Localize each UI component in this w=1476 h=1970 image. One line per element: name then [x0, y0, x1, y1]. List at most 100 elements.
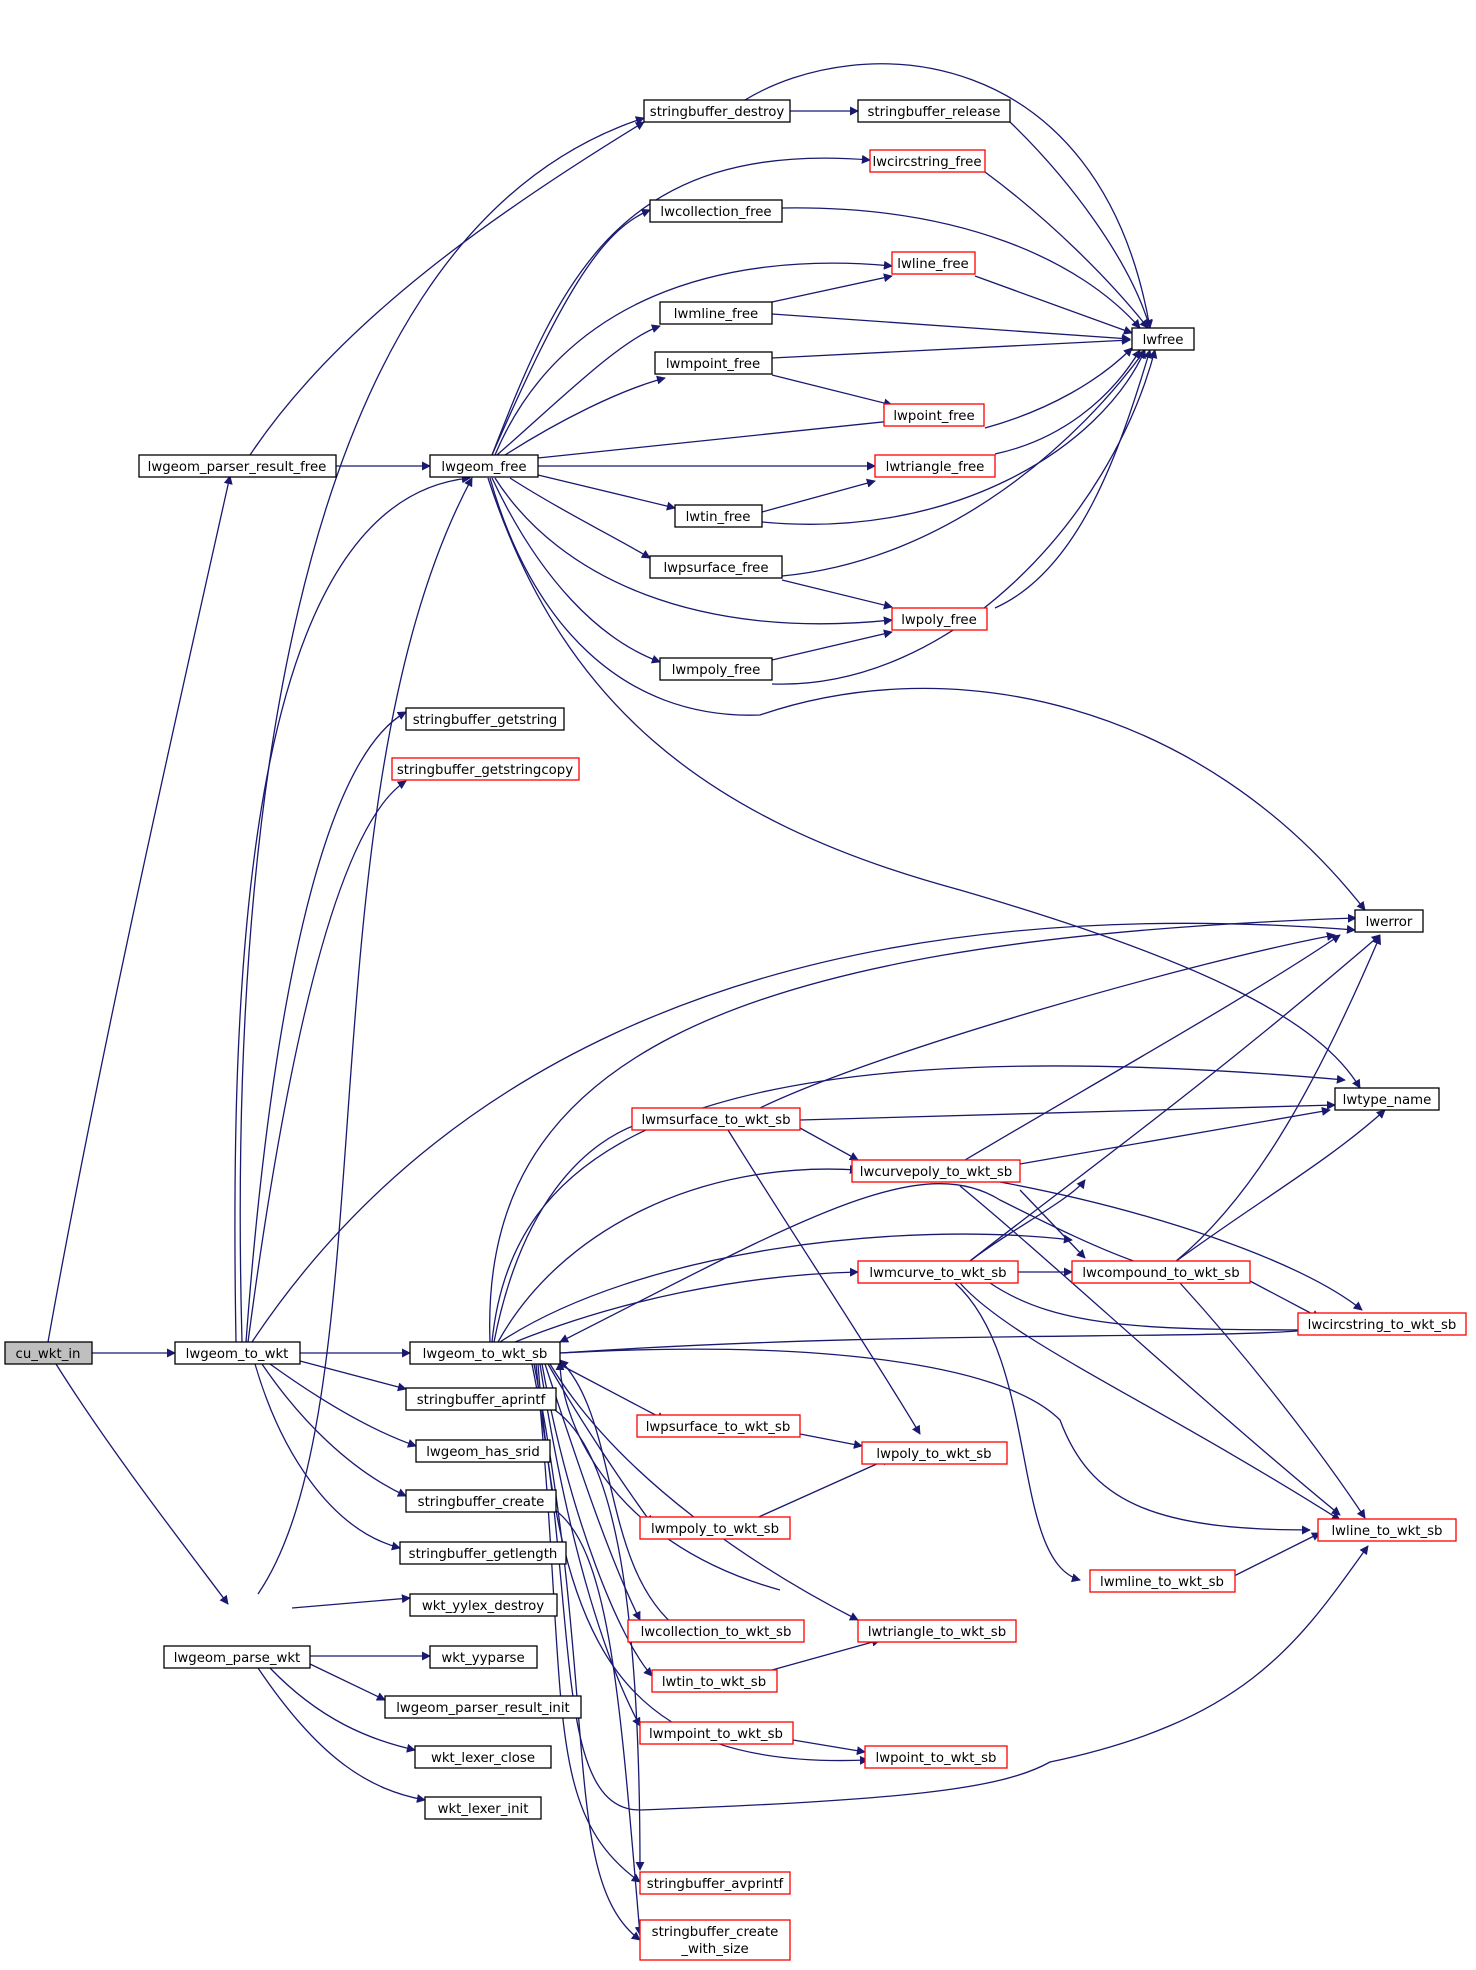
node-lwpoly-free[interactable]: lwpoly_free	[891, 607, 988, 631]
svg-text:lwgeom_to_wkt: lwgeom_to_wkt	[186, 1347, 289, 1362]
node-lwmline-to-wkt-sb[interactable]: lwmline_to_wkt_sb	[1089, 1569, 1236, 1593]
edge	[999, 1181, 1363, 1311]
edge	[487, 477, 1361, 1089]
svg-text:lwerror: lwerror	[1366, 915, 1413, 930]
edge	[1174, 1109, 1386, 1263]
node-lwmline-free[interactable]: lwmline_free	[659, 301, 773, 325]
node-cu-wkt-in[interactable]: cu_wkt_in	[4, 1341, 93, 1365]
node-lwcompound-to-wkt-sb[interactable]: lwcompound_to_wkt_sb	[1071, 1260, 1251, 1284]
svg-text:stringbuffer_getstring: stringbuffer_getstring	[413, 713, 558, 728]
node-lwgeom-parser-result-free[interactable]: lwgeom_parser_result_free	[138, 454, 337, 478]
edge	[537, 474, 676, 511]
node-lwmcurve-to-wkt-sb[interactable]: lwmcurve_to_wkt_sb	[857, 1260, 1019, 1284]
node-lwgeom-free[interactable]: lwgeom_free	[429, 454, 539, 478]
node-stringbuffer-getstring[interactable]: stringbuffer_getstring	[405, 707, 565, 731]
node-lwmpoint-to-wkt-sb[interactable]: lwmpoint_to_wkt_sb	[639, 1721, 794, 1745]
edge	[954, 1282, 1081, 1583]
node-lwtin-to-wkt-sb[interactable]: lwtin_to_wkt_sb	[651, 1669, 778, 1693]
edge	[257, 477, 473, 1595]
node-stringbuffer-getstringcopy[interactable]: stringbuffer_getstringcopy	[391, 757, 580, 781]
node-lwline-to-wkt-sb[interactable]: lwline_to_wkt_sb	[1317, 1518, 1457, 1542]
edge	[559, 1348, 1311, 1535]
node-lwcircstring-to-wkt-sb[interactable]: lwcircstring_to_wkt_sb	[1297, 1312, 1467, 1336]
svg-text:lwmcurve_to_wkt_sb: lwmcurve_to_wkt_sb	[869, 1266, 1006, 1281]
edge	[974, 275, 1133, 335]
svg-text:lwmpoint_to_wkt_sb: lwmpoint_to_wkt_sb	[649, 1727, 783, 1742]
node-lwpoint-to-wkt-sb[interactable]: lwpoint_to_wkt_sb	[864, 1745, 1008, 1769]
svg-text:lwcollection_free: lwcollection_free	[660, 205, 771, 220]
node-stringbuffer-getlength[interactable]: stringbuffer_getlength	[399, 1541, 567, 1565]
edge	[489, 477, 1366, 911]
node-lwtype-name[interactable]: lwtype_name	[1334, 1087, 1440, 1111]
node-lwgeom-has-srid[interactable]: lwgeom_has_srid	[415, 1439, 551, 1463]
edge	[249, 121, 645, 456]
node-lwcircstring-free[interactable]: lwcircstring_free	[869, 149, 986, 173]
node-wkt-yyparse[interactable]: wkt_yyparse	[429, 1645, 538, 1669]
node-lwcollection-to-wkt-sb[interactable]: lwcollection_to_wkt_sb	[627, 1619, 805, 1643]
node-lwmpoint-free[interactable]: lwmpoint_free	[654, 351, 773, 375]
svg-text:lwcurvepoly_to_wkt_sb: lwcurvepoly_to_wkt_sb	[860, 1165, 1012, 1180]
svg-text:lwtriangle_free: lwtriangle_free	[886, 460, 985, 475]
edge	[792, 1739, 866, 1756]
node-stringbuffer-release[interactable]: stringbuffer_release	[857, 99, 1011, 123]
edge	[559, 1326, 1311, 1354]
svg-text:lwpoint_to_wkt_sb: lwpoint_to_wkt_sb	[876, 1751, 997, 1766]
node-wkt-lexer-init[interactable]: wkt_lexer_init	[424, 1796, 542, 1820]
edge	[799, 1100, 1336, 1121]
node-lwpoint-free[interactable]: lwpoint_free	[883, 403, 985, 427]
svg-text:lwcollection_to_wkt_sb: lwcollection_to_wkt_sb	[641, 1625, 792, 1640]
node-stringbuffer-create[interactable]: stringbuffer_create	[405, 1489, 557, 1513]
node-lwmpoly-free[interactable]: lwmpoly_free	[659, 657, 773, 681]
node-lwtriangle-free[interactable]: lwtriangle_free	[874, 454, 996, 478]
node-lwtriangle-to-wkt-sb[interactable]: lwtriangle_to_wkt_sb	[857, 1619, 1017, 1643]
edge	[531, 1363, 1369, 1811]
node-lwerror[interactable]: lwerror	[1354, 909, 1424, 933]
edge	[761, 478, 876, 513]
edge	[509, 477, 651, 559]
svg-text:lwfree: lwfree	[1143, 333, 1184, 348]
svg-text:cu_wkt_in: cu_wkt_in	[16, 1347, 81, 1362]
svg-text:lwpsurface_free: lwpsurface_free	[663, 561, 768, 576]
node-lwpsurface-to-wkt-sb[interactable]: lwpsurface_to_wkt_sb	[636, 1414, 801, 1438]
node-lwmsurface-to-wkt-sb[interactable]: lwmsurface_to_wkt_sb	[631, 1107, 801, 1131]
edge	[493, 1117, 651, 1343]
node-wkt-yylex-destroy[interactable]: wkt_yylex_destroy	[409, 1593, 558, 1617]
node-lwfree[interactable]: lwfree	[1131, 327, 1195, 351]
node-lwcollection-free[interactable]: lwcollection_free	[649, 199, 783, 223]
edge	[959, 1185, 1341, 1516]
edge	[1249, 1280, 1321, 1319]
node-lwmpoly-to-wkt-sb[interactable]: lwmpoly_to_wkt_sb	[639, 1516, 791, 1540]
svg-text:lwline_to_wkt_sb: lwline_to_wkt_sb	[1331, 1524, 1442, 1539]
node-lwgeom-parse-wkt[interactable]: lwgeom_parse_wkt	[163, 1645, 311, 1669]
edge	[251, 922, 1356, 1343]
node-wkt-lexer-close[interactable]: wkt_lexer_close	[414, 1745, 552, 1769]
node-lwpsurface-free[interactable]: lwpsurface_free	[649, 555, 783, 579]
edge	[491, 477, 661, 664]
svg-text:wkt_lexer_init: wkt_lexer_init	[438, 1802, 529, 1817]
node-stringbuffer-destroy[interactable]: stringbuffer_destroy	[643, 99, 791, 123]
node-lwline-free[interactable]: lwline_free	[891, 251, 976, 275]
svg-text:wkt_lexer_close: wkt_lexer_close	[431, 1751, 535, 1766]
svg-text:lwtriangle_to_wkt_sb: lwtriangle_to_wkt_sb	[868, 1625, 1006, 1640]
edge	[781, 349, 1146, 577]
node-lwgeom-to-wkt-sb[interactable]: lwgeom_to_wkt_sb	[409, 1341, 561, 1365]
node-lwtin-free[interactable]: lwtin_free	[674, 504, 763, 528]
edge	[994, 349, 1141, 455]
node-stringbuffer-create-with-size[interactable]: stringbuffer_create _with_size	[639, 1919, 791, 1961]
edge	[771, 349, 1158, 685]
node-lwpoly-to-wkt-sb[interactable]: lwpoly_to_wkt_sb	[861, 1441, 1008, 1465]
svg-text:_with_size: _with_size	[680, 1942, 748, 1957]
edge	[1179, 1282, 1366, 1519]
node-stringbuffer-avprintf[interactable]: stringbuffer_avprintf	[639, 1871, 791, 1895]
node-stringbuffer-aprintf[interactable]: stringbuffer_aprintf	[405, 1387, 557, 1411]
node-lwgeom-parser-result-init[interactable]: lwgeom_parser_result_init	[384, 1695, 582, 1719]
node-lwgeom-to-wkt[interactable]: lwgeom_to_wkt	[174, 1341, 301, 1365]
svg-text:lwpsurface_to_wkt_sb: lwpsurface_to_wkt_sb	[646, 1420, 791, 1435]
edge	[269, 1363, 417, 1448]
edge	[491, 208, 651, 456]
svg-text:lwcompound_to_wkt_sb: lwcompound_to_wkt_sb	[1082, 1266, 1239, 1281]
svg-text:lwgeom_to_wkt_sb: lwgeom_to_wkt_sb	[423, 1347, 548, 1362]
node-lwcurvepoly-to-wkt-sb[interactable]: lwcurvepoly_to_wkt_sb	[851, 1159, 1021, 1183]
svg-text:lwtin_free: lwtin_free	[686, 510, 751, 525]
